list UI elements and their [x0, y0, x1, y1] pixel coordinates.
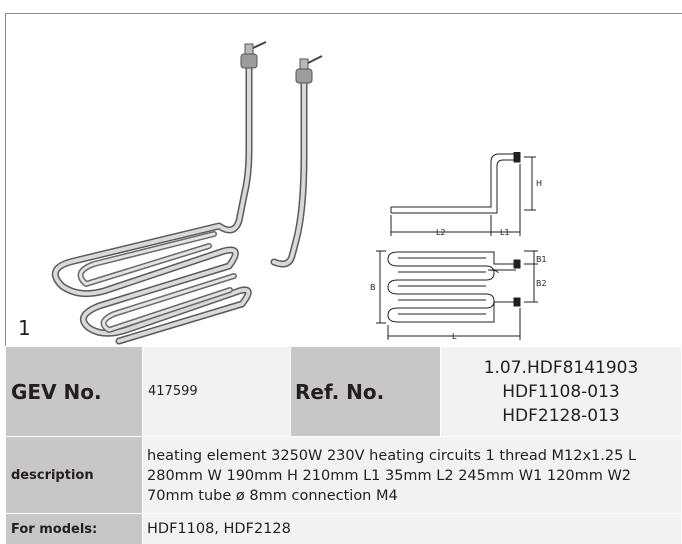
gev-label: GEV No.: [5, 346, 143, 437]
models-row: For models: HDF1108, HDF2128: [5, 513, 682, 544]
ref-values: 1.07.HDF8141903 HDF1108-013 HDF2128-013: [440, 346, 682, 437]
models-label: For models:: [5, 513, 143, 544]
ref-value: HDF1108-013: [502, 381, 620, 402]
heating-element-photo: [51, 41, 323, 345]
spec-table: GEV No. 417599 Ref. No. 1.07.HDF8141903 …: [5, 346, 682, 544]
dim-label-h: H: [536, 179, 542, 188]
dim-label-b: B: [370, 283, 376, 292]
description-value: heating element 3250W 230V heating circu…: [142, 436, 682, 514]
description-row: description heating element 3250W 230V h…: [5, 436, 682, 514]
technical-drawing: H L2 L1 B B1 B2 L: [370, 152, 547, 341]
dim-label-b1: B1: [536, 255, 547, 264]
figure-number: 1: [18, 316, 31, 340]
ref-value: HDF2128-013: [502, 405, 620, 426]
dim-label-b2: B2: [536, 279, 547, 288]
figure-panel: 1: [5, 13, 682, 346]
ref-value: 1.07.HDF8141903: [483, 357, 639, 378]
gev-value: 417599: [142, 346, 291, 437]
description-label: description: [5, 436, 143, 514]
dim-label-l: L: [452, 332, 457, 341]
models-value: HDF1108, HDF2128: [142, 513, 682, 544]
ref-label: Ref. No.: [290, 346, 441, 437]
dim-label-l2: L2: [436, 228, 446, 237]
gev-row: GEV No. 417599 Ref. No. 1.07.HDF8141903 …: [5, 346, 682, 437]
dim-label-l1: L1: [500, 228, 510, 237]
